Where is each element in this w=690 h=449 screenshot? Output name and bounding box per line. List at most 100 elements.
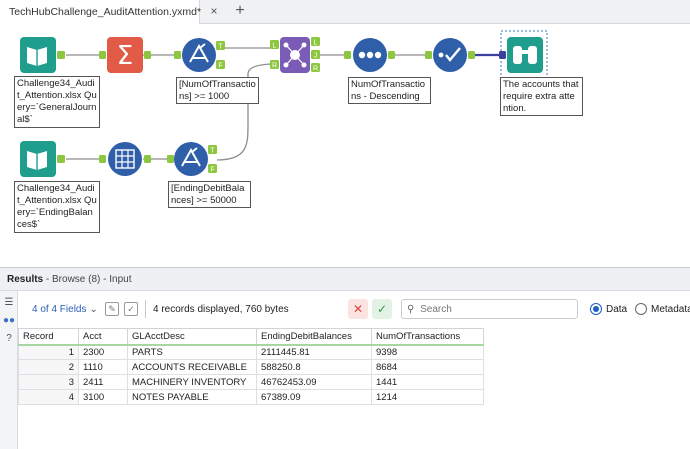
join-right-output-anchor [311, 63, 320, 72]
cell-endingdebitbalances: 2111445.81 [256, 344, 372, 360]
cell-endingdebitbalances: 67389.09 [256, 389, 372, 405]
results-side-rail: ☰ ●● ? [0, 291, 18, 449]
input1-annotation: Challenge34_Audit_Attention.xlsx Query=`… [14, 76, 100, 128]
cell-acct: 2411 [78, 374, 128, 390]
cell-record: 2 [18, 359, 79, 375]
input-anchor [99, 155, 106, 163]
cell-acct: 1110 [78, 359, 128, 375]
summarize-tool[interactable]: Σ [99, 37, 151, 73]
results-table: Record Acct GLAcctDesc EndingDebitBalanc… [18, 328, 484, 405]
workflow-canvas[interactable]: Σ T F L R L J [0, 24, 690, 267]
input-anchor [167, 155, 174, 163]
search-box[interactable]: ⚲ [401, 299, 578, 319]
records-count: 4 records displayed, 760 bytes [153, 304, 289, 315]
column-header-glacctdesc[interactable]: GLAcctDesc [127, 328, 257, 346]
right-anchor-label: R [272, 63, 277, 70]
workflow-tab[interactable]: TechHubChallenge_AuditAttention.yxmd* [0, 0, 201, 24]
true-anchor-label: T [218, 44, 223, 51]
tab-bar: TechHubChallenge_AuditAttention.yxmd* × … [0, 0, 690, 24]
fields-dropdown[interactable]: 4 of 4 Fields⌄ [32, 304, 98, 315]
left-anchor [270, 40, 279, 49]
column-header-acct[interactable]: Acct [78, 328, 128, 346]
cell-acct: 3100 [78, 389, 128, 405]
cell-glacctdesc: PARTS [127, 344, 257, 360]
join-tool[interactable]: L R L J R [270, 37, 320, 73]
cell-endingdebitbalances: 46762453.09 [256, 374, 372, 390]
metadata-radio[interactable] [635, 303, 647, 315]
input-tool-2[interactable] [20, 141, 65, 177]
join-left-output-anchor [311, 37, 320, 46]
help-icon[interactable]: ? [6, 333, 12, 344]
results-header: Results - Browse (8) - Input [0, 267, 690, 291]
output-anchor [57, 51, 65, 59]
column-header-numoftransactions[interactable]: NumOfTransactions [371, 328, 484, 346]
data-radio[interactable] [590, 303, 602, 315]
data-radio-label: Data [606, 304, 628, 315]
add-tab-icon[interactable]: + [235, 2, 245, 19]
binoculars-icon[interactable]: ●● [3, 315, 16, 326]
workflow-diagram: Σ T F L R L J [20, 30, 548, 177]
filter-tool-1[interactable]: T F [174, 38, 225, 72]
results-toolbar: 4 of 4 Fields⌄ ✎ ✓ 4 records displayed, … [18, 291, 690, 327]
join-output-anchor [311, 50, 320, 59]
cell-numoftransactions: 8684 [371, 359, 484, 375]
cell-endingdebitbalances: 588250.8 [256, 359, 372, 375]
false-anchor [216, 60, 225, 69]
input-anchor [174, 51, 181, 59]
cell-glacctdesc: NOTES PAYABLE [127, 389, 257, 405]
output-anchor [144, 155, 151, 163]
fields-dropdown-label: 4 of 4 Fields [32, 304, 87, 315]
select-tool[interactable] [425, 38, 475, 72]
filter1-annotation: [NumOfTransactions] >= 1000 [176, 77, 259, 104]
filter-tool-2[interactable]: T F [167, 142, 217, 176]
input-anchor [344, 51, 351, 59]
table-row[interactable]: 4 3100 NOTES PAYABLE 67389.09 1214 [18, 389, 484, 405]
false-anchor [208, 164, 217, 173]
true-anchor [208, 145, 217, 154]
browse-tool[interactable] [499, 30, 548, 80]
output-anchor [468, 51, 475, 59]
column-header-record[interactable]: Record [18, 328, 79, 346]
cell-glacctdesc: ACCOUNTS RECEIVABLE [127, 359, 257, 375]
output-anchor [57, 155, 65, 163]
search-icon: ⚲ [407, 304, 415, 315]
false-anchor-label: F [210, 167, 214, 174]
close-icon[interactable]: × [210, 4, 218, 18]
join-left-output-label: L [314, 40, 318, 47]
input-anchor [99, 51, 106, 59]
cell-numoftransactions: 1214 [371, 389, 484, 405]
cancel-button[interactable]: ✕ [348, 299, 368, 319]
right-anchor [270, 60, 279, 69]
dynamic-rename-tool[interactable] [99, 142, 151, 176]
toolbar-divider [145, 300, 146, 318]
apply-button[interactable]: ✓ [372, 299, 392, 319]
cell-record: 3 [18, 374, 79, 390]
results-subtitle: - Browse (8) - Input [45, 274, 132, 285]
chevron-down-icon: ⌄ [89, 304, 98, 315]
join-output-label: J [314, 53, 318, 60]
cell-acct: 2300 [78, 344, 128, 360]
results-title: Results [7, 274, 44, 285]
input-tool-1[interactable] [20, 37, 65, 73]
check-icon[interactable]: ✓ [124, 302, 138, 316]
browse-annotation: The accounts that require extra attentio… [500, 77, 583, 116]
true-anchor-label: T [210, 148, 215, 155]
table-row[interactable]: 2 1110 ACCOUNTS RECEIVABLE 588250.8 8684 [18, 359, 484, 375]
cell-record: 1 [18, 344, 79, 360]
filter2-annotation: [EndingDebitBalances] >= 50000 [168, 181, 251, 208]
edit-icon[interactable]: ✎ [105, 302, 119, 316]
column-header-endingdebitbalances[interactable]: EndingDebitBalances [256, 328, 372, 346]
cell-numoftransactions: 9398 [371, 344, 484, 360]
table-row[interactable]: 1 2300 PARTS 2111445.81 9398 [18, 344, 484, 360]
table-header-row: Record Acct GLAcctDesc EndingDebitBalanc… [18, 328, 484, 346]
list-icon[interactable]: ☰ [4, 297, 14, 308]
cell-record: 4 [18, 389, 79, 405]
search-input[interactable] [420, 304, 561, 315]
input-anchor [499, 51, 506, 59]
cell-glacctdesc: MACHINERY INVENTORY [127, 374, 257, 390]
sort-tool[interactable] [344, 38, 395, 72]
table-row[interactable]: 3 2411 MACHINERY INVENTORY 46762453.09 1… [18, 374, 484, 390]
metadata-radio-label: Metadata [651, 304, 690, 315]
false-anchor-label: F [218, 63, 222, 70]
output-anchor [388, 51, 395, 59]
